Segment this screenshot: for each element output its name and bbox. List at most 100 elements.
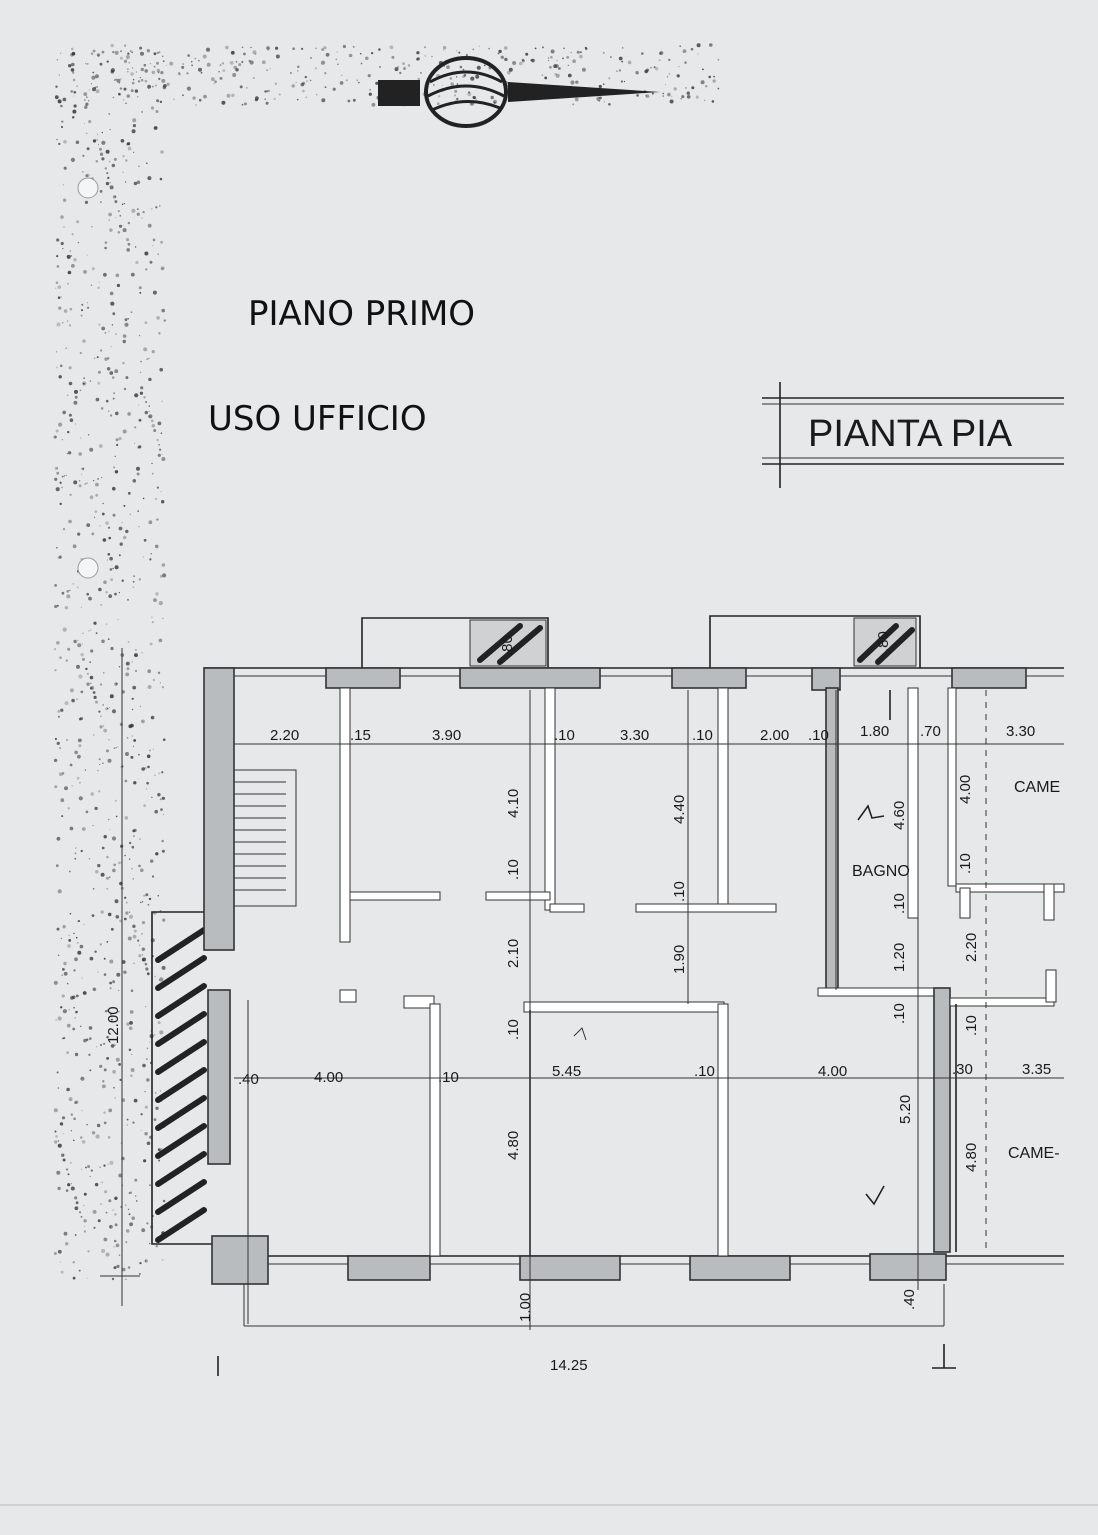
- scan-speck: [93, 621, 97, 625]
- scan-speck: [131, 208, 136, 213]
- scan-speck: [500, 55, 504, 59]
- scan-speck: [56, 59, 58, 61]
- scan-speck: [143, 538, 147, 542]
- svg-text:2.00: 2.00: [760, 727, 789, 744]
- scan-speck: [72, 544, 77, 549]
- scan-speck: [124, 181, 127, 183]
- scan-speck: [187, 54, 190, 57]
- hatch-stroke: [155, 1151, 207, 1187]
- scan-speck: [570, 80, 575, 85]
- scan-speck: [603, 101, 605, 103]
- scan-speck: [89, 447, 94, 452]
- scan-speck: [55, 351, 58, 353]
- scan-speck: [310, 57, 312, 59]
- scan-speck: [61, 1116, 66, 1120]
- scan-speck: [152, 290, 157, 295]
- scan-speck: [109, 829, 111, 831]
- scan-speck: [107, 818, 110, 821]
- scan-speck: [96, 53, 101, 57]
- scan-speck: [108, 536, 111, 540]
- scan-speck: [84, 99, 86, 101]
- scan-speck: [156, 438, 159, 442]
- scan-speck: [148, 410, 150, 413]
- scan-speck: [134, 1178, 138, 1182]
- scan-speck: [182, 94, 184, 97]
- scan-speck: [456, 97, 459, 101]
- balcony-hatch: [469, 617, 917, 667]
- scan-speck: [85, 1166, 87, 1169]
- scan-speck: [84, 769, 87, 771]
- scan-speck: [130, 1068, 135, 1072]
- scan-speck: [160, 432, 163, 435]
- scan-speck: [62, 627, 67, 632]
- scan-speck: [124, 318, 128, 322]
- scan-speck: [56, 467, 58, 469]
- scan-speck: [104, 357, 108, 361]
- scan-speck: [148, 415, 151, 418]
- scan-speck: [71, 264, 75, 268]
- scan-speck: [75, 1010, 78, 1014]
- scan-speck: [76, 220, 80, 224]
- scan-speck: [138, 526, 140, 528]
- scan-speck: [98, 144, 100, 146]
- scan-speck: [138, 286, 142, 290]
- svg-text:2.10: 2.10: [505, 939, 522, 968]
- svg-text:1.90: 1.90: [671, 945, 688, 974]
- scan-speck: [148, 357, 150, 360]
- scan-speck: [465, 54, 468, 57]
- scan-speck: [97, 55, 99, 57]
- scan-speck: [182, 63, 185, 65]
- scan-speck: [160, 240, 164, 244]
- scan-speck: [146, 972, 150, 976]
- scan-speck: [92, 987, 97, 992]
- scan-speck: [550, 55, 553, 59]
- scan-speck: [106, 367, 111, 371]
- scan-speck: [77, 950, 82, 955]
- scan-speck: [106, 749, 109, 753]
- scan-speck: [140, 868, 144, 873]
- scan-speck: [57, 889, 62, 894]
- scan-speck: [93, 480, 95, 482]
- scan-speck: [101, 140, 106, 145]
- scan-speck: [127, 70, 129, 73]
- scan-speck: [103, 973, 107, 976]
- scan-speck: [68, 366, 72, 370]
- scan-speck: [114, 565, 119, 570]
- scan-speck: [100, 407, 104, 410]
- scan-speck: [161, 500, 165, 504]
- scan-speck: [103, 1042, 106, 1045]
- scan-speck: [102, 1080, 105, 1083]
- scan-speck: [104, 241, 108, 244]
- scan-speck: [67, 282, 69, 285]
- scan-speck: [117, 231, 121, 234]
- scan-speck: [598, 100, 601, 102]
- scan-speck: [305, 96, 308, 99]
- scan-speck: [378, 65, 382, 69]
- scan-speck: [96, 133, 99, 136]
- scan-speck: [107, 176, 110, 180]
- scan-speck: [161, 78, 166, 83]
- scan-speck: [76, 85, 78, 87]
- scan-speck: [105, 181, 110, 186]
- scan-speck: [54, 669, 57, 672]
- scan-speck: [232, 73, 237, 77]
- scan-speck: [68, 1008, 70, 1011]
- scan-speck: [112, 50, 115, 54]
- scan-speck: [149, 642, 153, 646]
- scan-speck: [75, 423, 76, 425]
- scan-speck: [572, 59, 576, 63]
- hatch-stroke: [155, 983, 207, 1019]
- scan-speck: [160, 491, 162, 493]
- scan-speck: [438, 95, 441, 98]
- scan-speck: [114, 592, 117, 596]
- svg-text:4.80: 4.80: [963, 1143, 980, 1172]
- scan-speck: [152, 238, 156, 242]
- scan-speck: [57, 99, 62, 104]
- scan-speck: [226, 93, 231, 98]
- scan-speck: [83, 92, 88, 96]
- scan-speck: [645, 94, 650, 98]
- scan-speck: [129, 914, 133, 919]
- scan-speck: [519, 61, 523, 66]
- scan-speck: [97, 381, 101, 385]
- scan-speck: [112, 980, 116, 984]
